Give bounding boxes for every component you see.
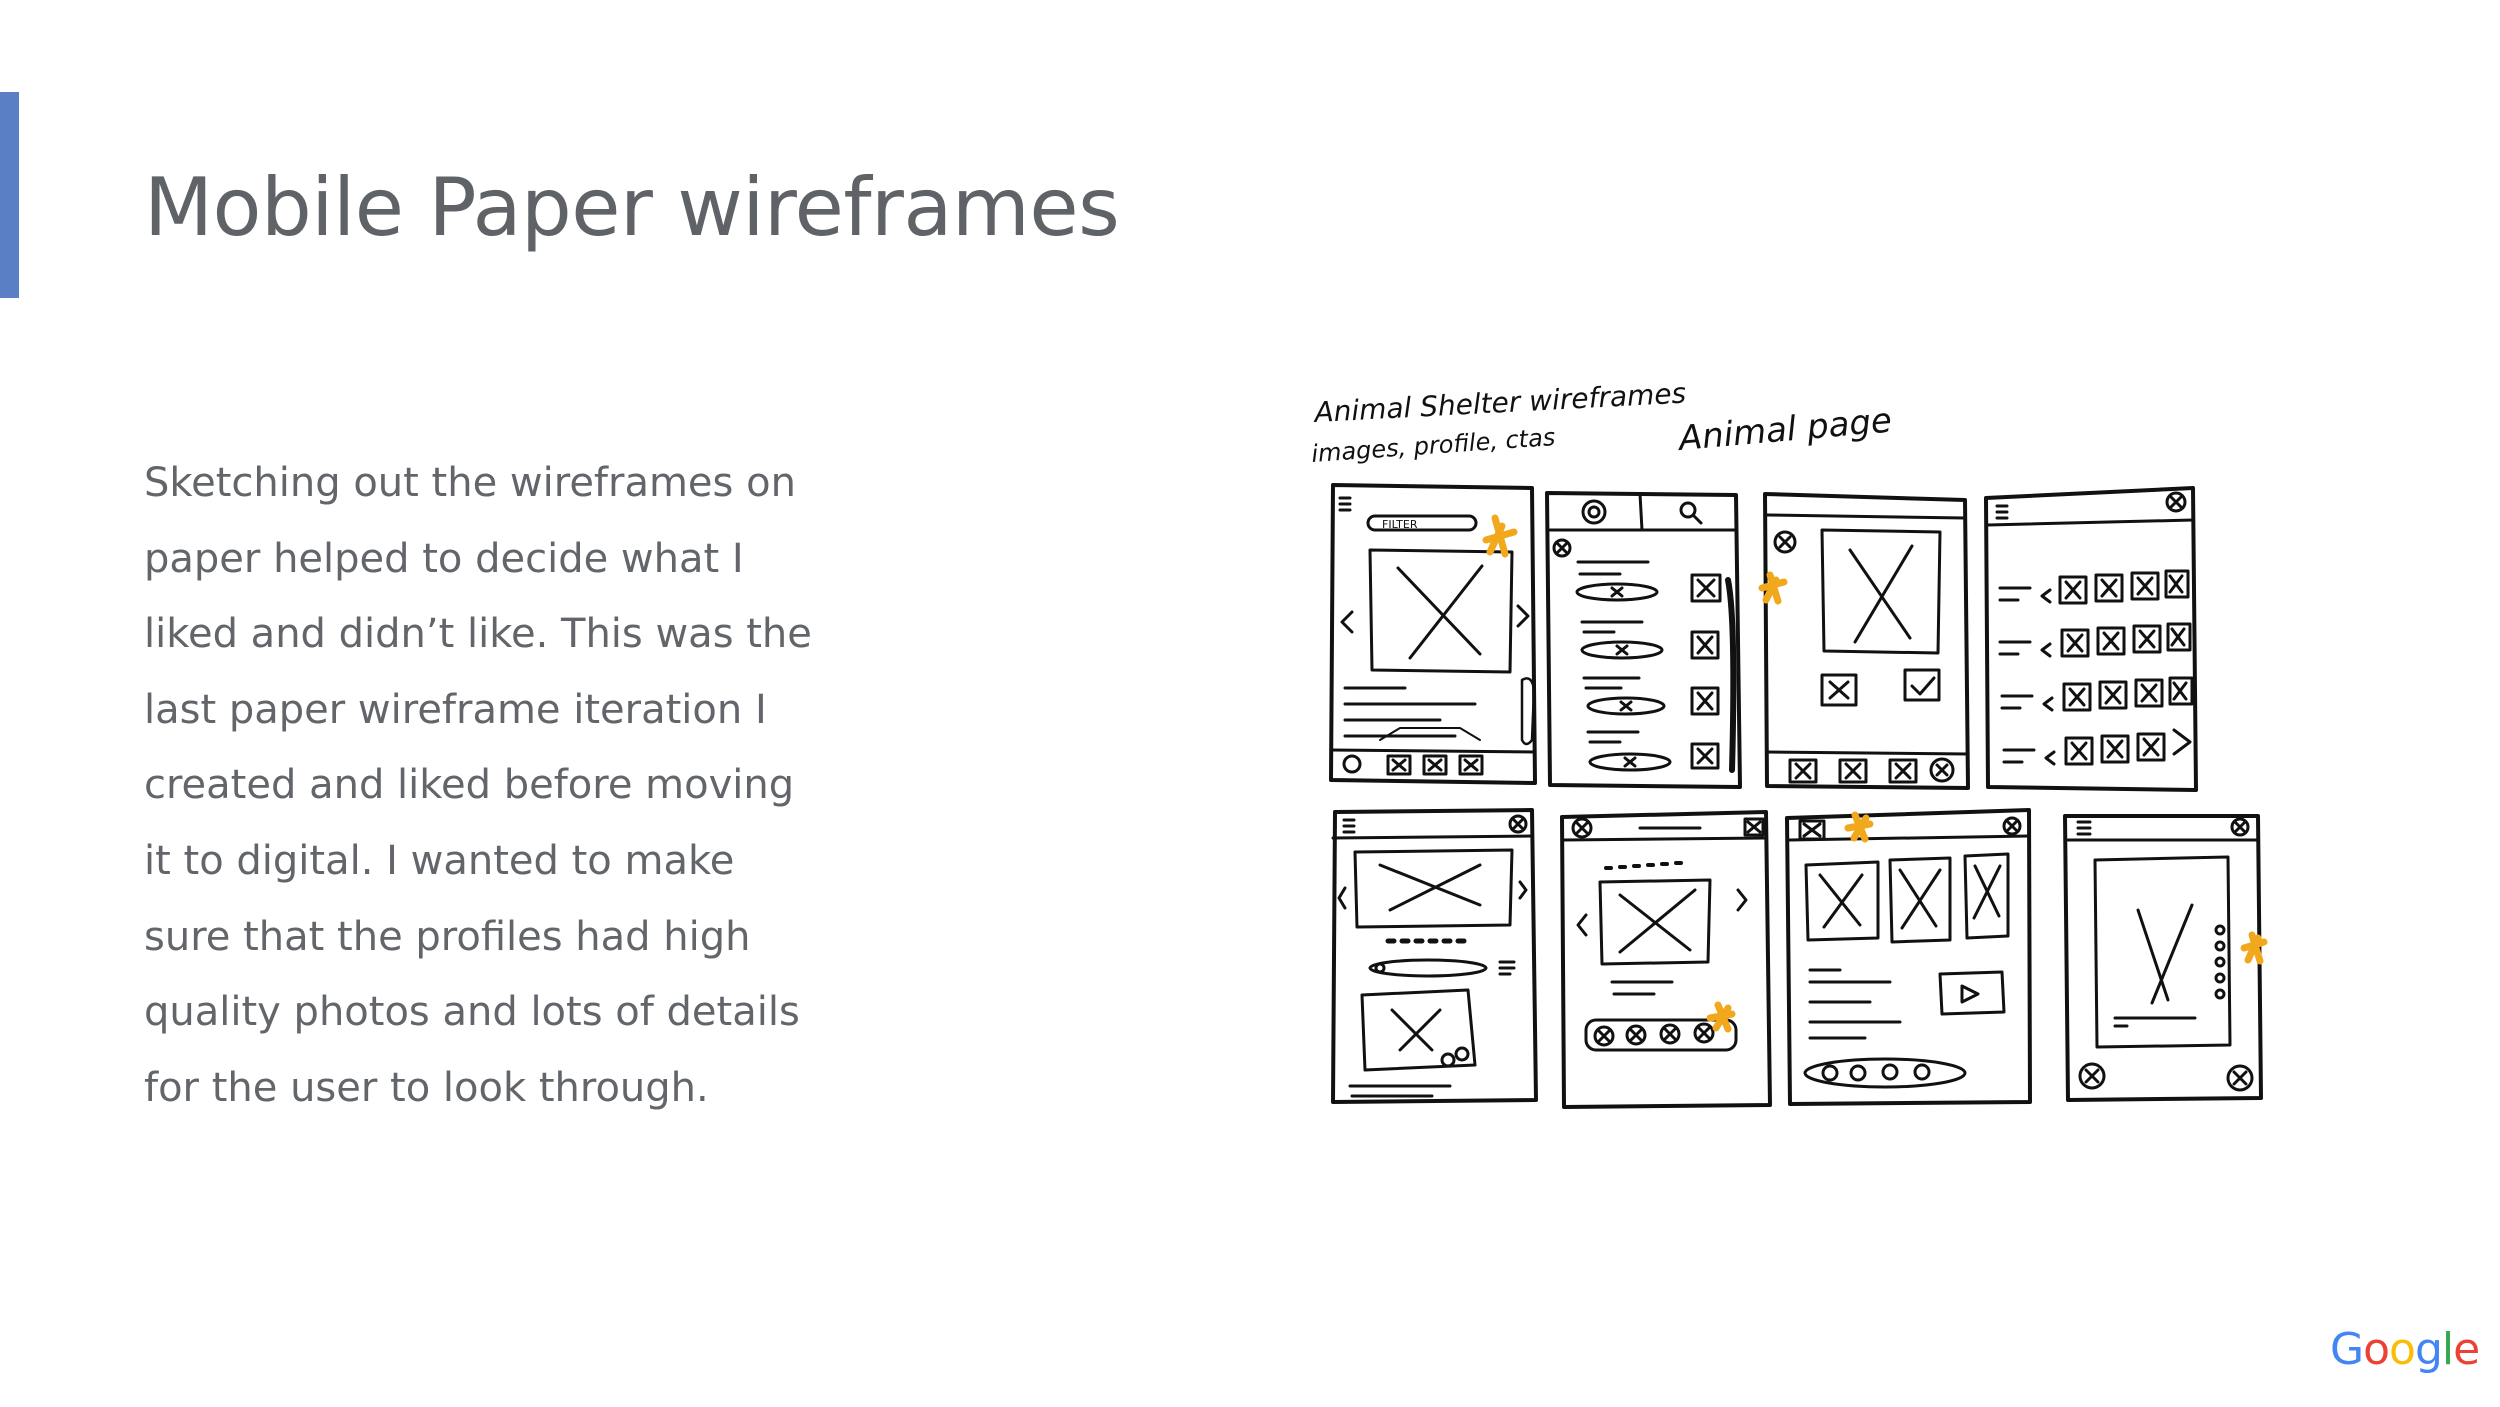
wireframe-frame-2: [1547, 493, 1740, 787]
body-line: paper helped to decide what I: [144, 522, 824, 598]
body-line: liked and didn’t like. This was the: [144, 597, 824, 673]
sketch-caption-sub: images, profile, ctas: [1310, 423, 1556, 468]
body-line: last paper wireframe iteration I: [144, 673, 824, 749]
body-line: it to digital. I wanted to make: [144, 824, 824, 900]
wireframe-frame-6: [1562, 812, 1770, 1107]
wireframe-frame-1: FILTER: [1331, 485, 1535, 783]
slide-title: Mobile Paper wireframes: [144, 160, 1119, 256]
sketch-caption-page: Animal page: [1675, 401, 1893, 460]
wireframe-frame-8: [2065, 816, 2261, 1100]
sketch-filter-label: FILTER: [1382, 518, 1418, 531]
body-line: quality photos and lots of details: [144, 975, 824, 1051]
sketch-caption-title: Animal Shelter wireframes: [1312, 377, 1687, 430]
logo-letter: g: [2415, 1328, 2442, 1372]
wireframe-frame-5: [1333, 810, 1536, 1102]
accent-bar: [0, 92, 19, 298]
wireframe-frame-7: [1787, 810, 2030, 1104]
body-line: sure that the profiles had high: [144, 900, 824, 976]
wireframe-sketch-image: Animal Shelter wireframes images, profil…: [1300, 370, 2350, 1130]
logo-letter: o: [2389, 1328, 2415, 1372]
logo-letter: o: [2363, 1328, 2389, 1372]
wireframe-frame-3: [1765, 494, 1968, 788]
google-logo: Google: [2330, 1328, 2479, 1372]
logo-letter: G: [2330, 1328, 2363, 1372]
body-line: Sketching out the wireframes on: [144, 446, 824, 522]
body-paragraph: Sketching out the wireframes on paper he…: [144, 446, 824, 1126]
logo-letter: l: [2442, 1328, 2453, 1372]
body-line: for the user to look through.: [144, 1051, 824, 1127]
body-line: created and liked before moving: [144, 748, 824, 824]
logo-letter: e: [2453, 1328, 2479, 1372]
wireframe-frame-4: [1986, 488, 2196, 790]
